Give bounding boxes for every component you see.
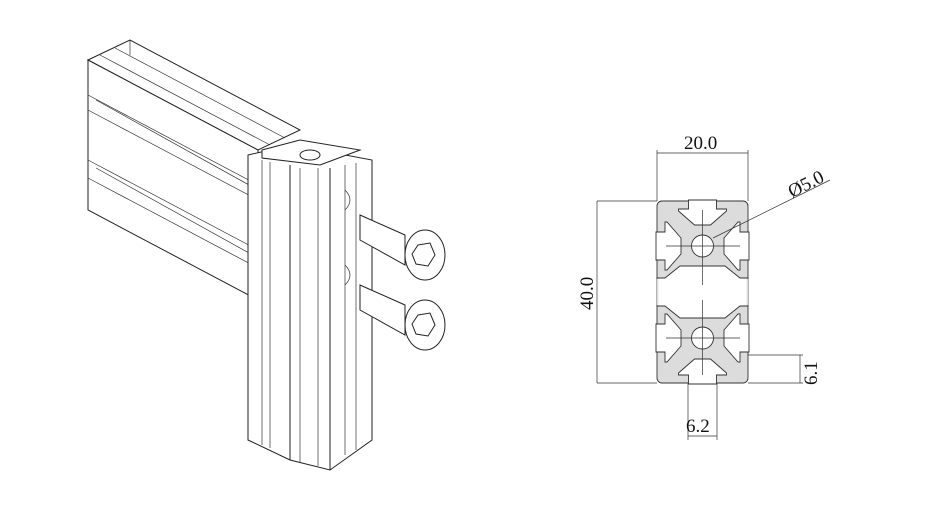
bolt-upper — [359, 214, 446, 281]
vertical-extrusion — [247, 139, 373, 471]
slot-depth-dimension: 6.1 — [801, 361, 822, 385]
dimension-lines — [596, 150, 831, 440]
height-dimension: 40.0 — [577, 277, 598, 310]
width-dimension: 20.0 — [684, 133, 717, 154]
slot-width-dimension: 6.2 — [686, 416, 710, 437]
center-lines — [666, 210, 740, 375]
profile-cross-section — [655, 199, 750, 385]
horizontal-extrusion — [86, 39, 302, 301]
center-cavity — [656, 265, 749, 319]
bolt-lower — [359, 284, 446, 351]
isometric-assembly — [86, 39, 446, 471]
bore-dimension: Ø5.0 — [785, 167, 828, 203]
